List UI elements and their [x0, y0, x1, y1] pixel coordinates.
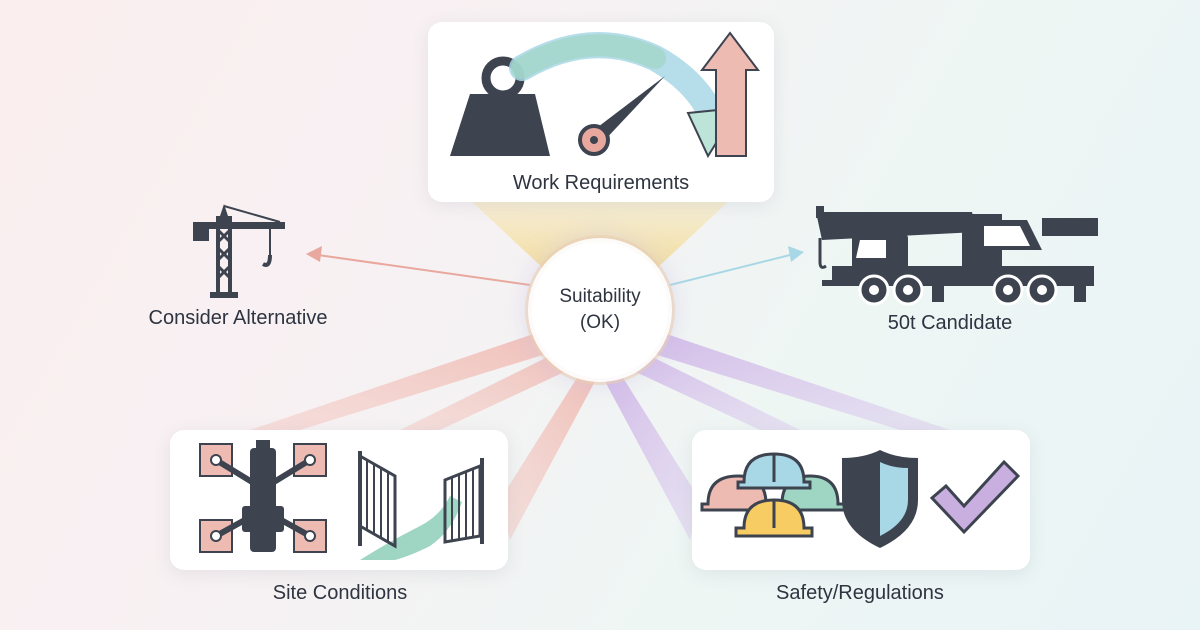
site-conditions-label: Site Conditions [272, 582, 408, 604]
arrow-head-candidate [788, 246, 804, 262]
candidate-label: 50t Candidate [887, 312, 1013, 334]
arrow-line-alternative [317, 254, 531, 286]
hub-label-line2: (OK) [579, 312, 621, 333]
gauge-needle-icon [578, 76, 665, 156]
consider-alternative-label: Consider Alternative [148, 307, 328, 329]
arrow-head-alternative [306, 246, 322, 262]
safety-icons [700, 450, 1021, 548]
beam-site-1 [250, 325, 575, 430]
checkmark-icon [929, 459, 1021, 535]
work-requirements-label: Work Requirements [512, 172, 690, 194]
beam-site-3 [500, 365, 600, 540]
hub-label-line1: Suitability [559, 286, 641, 307]
beam-safety-2 [610, 345, 800, 430]
beam-site-2 [400, 345, 590, 430]
beam-work [470, 200, 730, 270]
road-gate-icon [358, 451, 484, 560]
tower-crane-icon [193, 204, 285, 298]
outrigger-layout-icon [199, 440, 327, 553]
mobile-crane-icon [816, 206, 1098, 306]
site-conditions-icons [199, 440, 484, 560]
safety-regulations-label: Safety/Regulations [776, 582, 944, 604]
shield-icon [842, 450, 918, 548]
beam-safety-1 [625, 325, 950, 430]
beam-safety-3 [600, 365, 700, 540]
work-requirements-icons [450, 31, 761, 159]
gauge-arrow-icon [509, 32, 740, 159]
suitability-hub: Suitability (OK) [532, 242, 668, 378]
arrow-line-candidate [669, 254, 791, 286]
up-arrow-icon [699, 31, 761, 157]
hard-hats-icon [700, 452, 848, 538]
